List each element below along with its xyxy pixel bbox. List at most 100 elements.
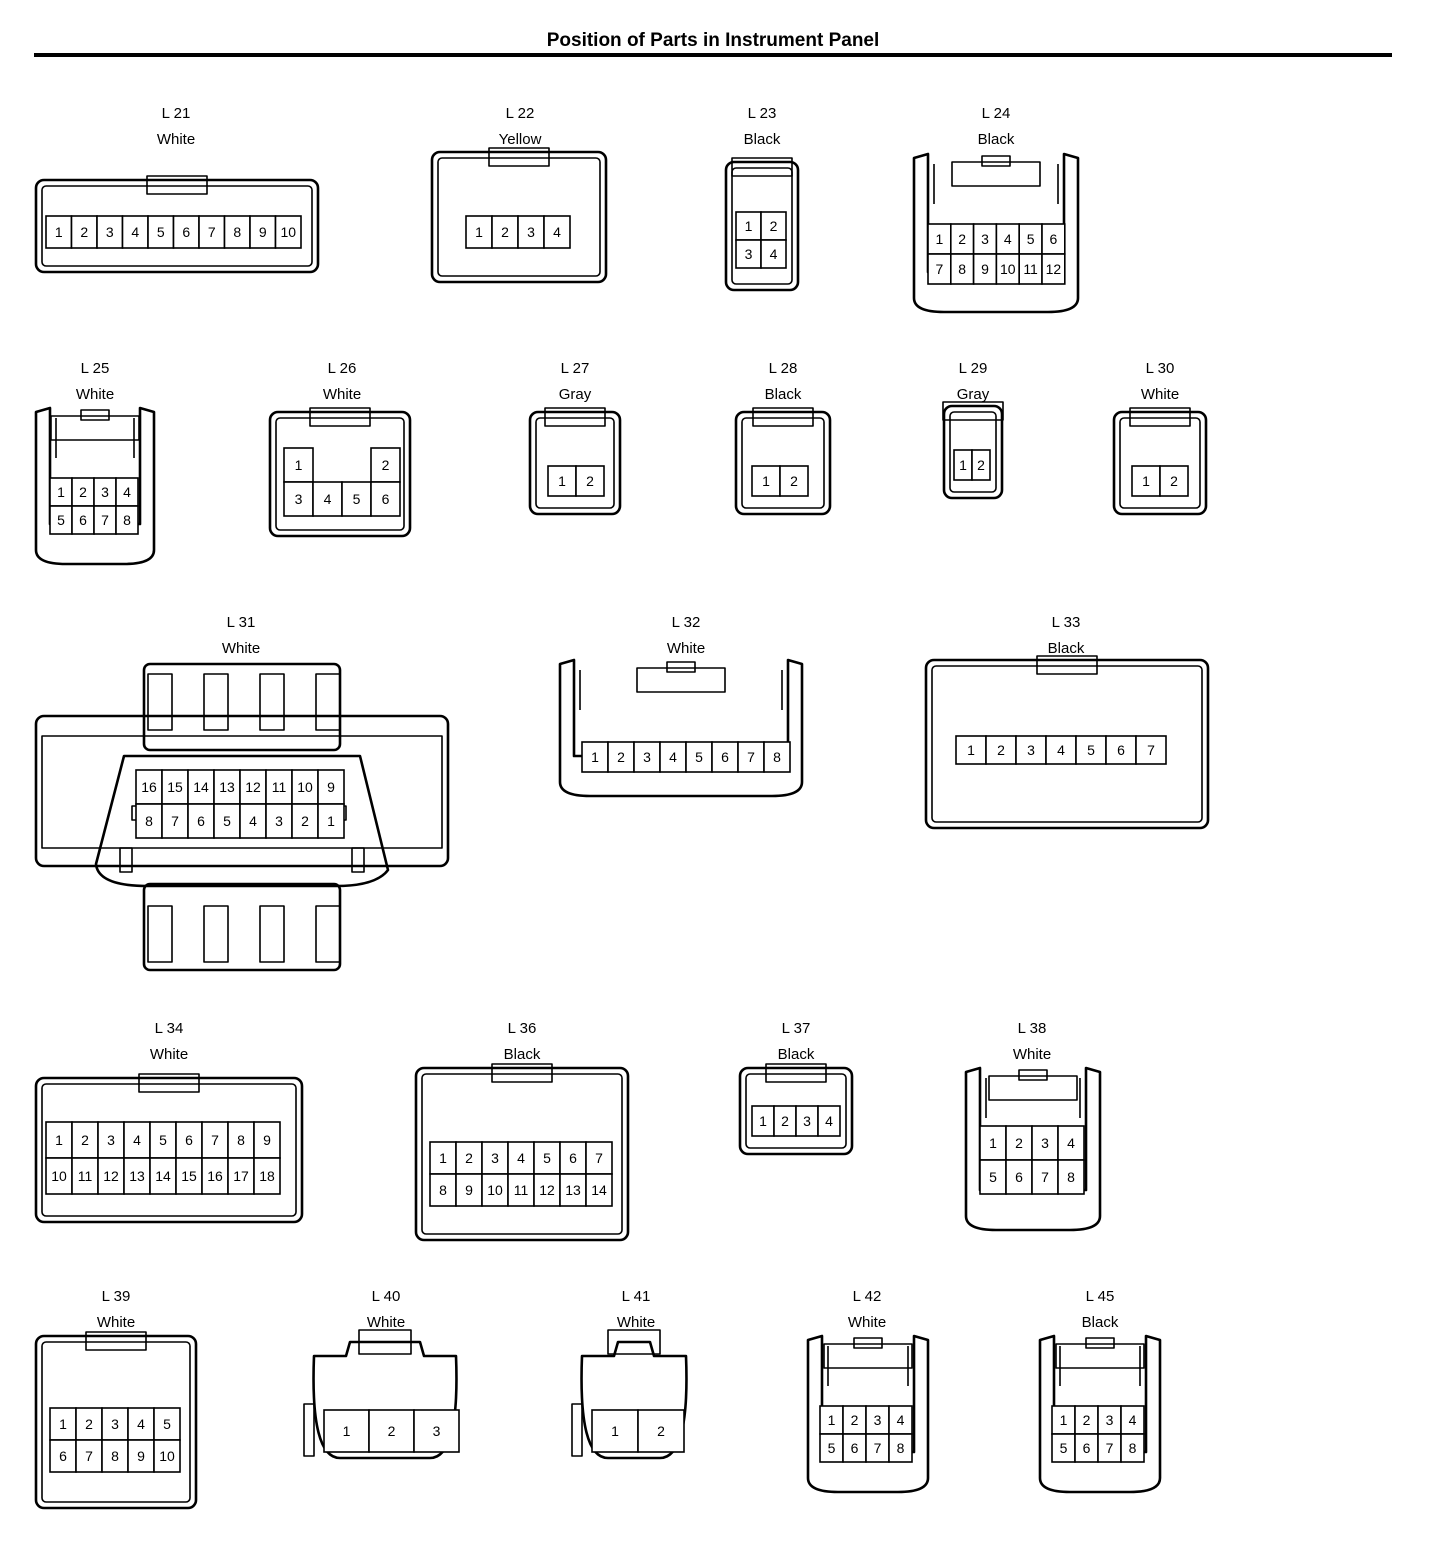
pin-cell [135,803,163,839]
connector-id-label: L 39 [102,1288,131,1305]
pin-number: 8 [145,813,153,829]
pin-number: 8 [233,224,241,240]
pin-cell [751,465,781,497]
pin-number: 1 [745,218,753,234]
pin-number: 1 [475,224,483,240]
pin-number: 3 [101,484,109,500]
pin-cell [481,1173,509,1207]
pin-number: 3 [491,1150,499,1166]
pin-number: 13 [565,1182,581,1198]
pin-number: 7 [101,512,109,528]
pin-cell [735,239,762,269]
pin-cell [123,1157,151,1195]
connector-housing [942,401,1004,500]
pin-number: 8 [123,512,131,528]
pin-number: 7 [208,224,216,240]
pin-number: 1 [57,484,65,500]
pin-number: 3 [981,231,989,247]
connector-housing [34,406,156,566]
pin-number: 11 [272,779,287,795]
pin-number: 4 [1129,1412,1137,1428]
pin-cell [227,1121,255,1159]
pin-cell [317,803,345,839]
pin-number: 5 [57,512,65,528]
pin-cell [127,1407,155,1441]
connector-id-label: L 25 [81,360,110,377]
pin-cell [161,769,189,805]
pin-cell [633,741,661,773]
connector-color-label: Black [978,131,1015,148]
pin-cell [1135,735,1167,765]
pin-cell [1075,735,1107,765]
pin-number: 12 [245,779,261,795]
pin-number: 4 [324,491,332,507]
pin-cell [101,1439,129,1473]
pin-cell [455,1173,483,1207]
pin-number: 1 [967,742,975,758]
pin-number: 13 [129,1168,145,1184]
pin-cell [1159,465,1189,497]
pin-number: 4 [897,1412,905,1428]
pin-number: 8 [1067,1169,1075,1185]
pin-number: 1 [1060,1412,1068,1428]
pin-cell [1045,735,1077,765]
pin-cell [1120,1433,1145,1463]
pin-number: 2 [1015,1135,1023,1151]
pin-number: 2 [977,457,985,473]
connector-housing [924,655,1210,830]
pin-number: 1 [55,224,63,240]
pin-cell [175,1157,203,1195]
pin-number: 7 [1106,1440,1114,1456]
pin-cell [71,1121,99,1159]
pin-number: 3 [111,1416,119,1432]
connector-id-label: L 34 [155,1020,184,1037]
pin-number: 4 [825,1113,833,1129]
pin-number: 1 [343,1423,351,1439]
pin-cell [1057,1159,1085,1195]
pin-number: 1 [959,457,967,473]
pin-cell [1041,253,1066,285]
connector-color-label: White [97,1314,135,1331]
pin-cell [253,1121,281,1159]
page-title: Position of Parts in Instrument Panel [546,30,880,51]
connector-housing [414,1063,630,1242]
pin-number: 6 [1083,1440,1091,1456]
connector-housing [558,658,804,798]
connector-color-label: White [848,1314,886,1331]
pin-cell [659,741,687,773]
pin-number: 1 [327,813,335,829]
pin-number: 7 [595,1150,603,1166]
connector-color-label: White [667,640,705,657]
pin-cell [153,1407,181,1441]
pin-number: 2 [958,231,966,247]
connector-color-label: Yellow [499,131,542,148]
pin-cell [283,481,314,517]
pin-number: 2 [501,224,509,240]
connector-color-label: White [1141,386,1179,403]
pin-number: 3 [107,1132,115,1148]
pin-cell [585,1141,613,1175]
pin-cell [49,1439,77,1473]
pin-number: 5 [543,1150,551,1166]
pin-number: 6 [1015,1169,1023,1185]
pin-number: 4 [770,246,778,262]
pin-number: 5 [157,224,165,240]
connector-id-label: L 28 [769,360,798,377]
pin-number: 6 [185,1132,193,1148]
pin-cell [213,803,241,839]
connector-housing [34,175,320,274]
pin-cell [533,1173,561,1207]
pin-number: 4 [1004,231,1012,247]
pin-number: 1 [591,749,599,765]
pin-number: 10 [487,1182,503,1198]
